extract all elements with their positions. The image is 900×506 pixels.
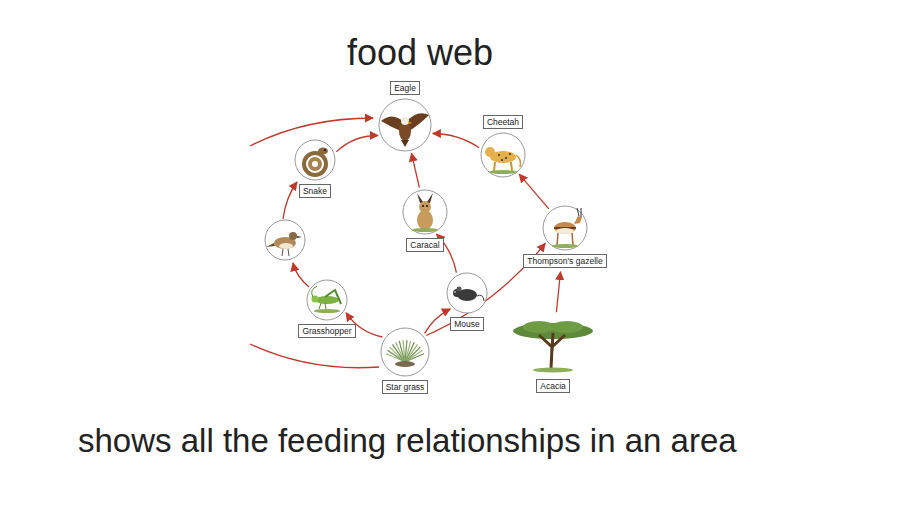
organism-picture <box>306 279 348 321</box>
food-node: Eagle <box>378 81 432 152</box>
organism-picture <box>294 139 336 181</box>
organism-label: Mouse <box>450 317 484 331</box>
organism-picture <box>378 98 432 152</box>
organism-label: Star grass <box>382 380 429 394</box>
food-node: Thompson's gazelle <box>523 205 606 268</box>
organism-label: Snake <box>299 184 331 198</box>
food-arrow <box>412 153 420 187</box>
organism-label: Cheetah <box>483 115 523 129</box>
organism-label: Thompson's gazelle <box>523 254 606 268</box>
organism-picture <box>480 132 526 178</box>
organism-picture <box>512 314 594 376</box>
organism-label: Grasshopper <box>298 324 355 338</box>
organism-picture <box>402 189 448 235</box>
organism-label: Caracal <box>406 238 443 252</box>
food-node: Snake <box>294 139 336 198</box>
diagram-caption: shows all the feeding relationships in a… <box>78 420 758 462</box>
organism-picture <box>542 205 588 251</box>
food-arrow <box>293 263 309 287</box>
organism-picture <box>380 327 430 377</box>
food-node: Star grass <box>380 327 430 394</box>
food-node: Acacia <box>512 314 594 393</box>
food-node: Cheetah <box>480 115 526 178</box>
bird-picture <box>265 220 305 260</box>
food-arrow <box>250 344 379 368</box>
food-arrow <box>283 182 297 219</box>
food-arrow <box>519 174 549 209</box>
diagram-title: food web <box>220 32 620 74</box>
organism-label: Eagle <box>390 81 420 95</box>
food-node: Caracal <box>402 189 448 252</box>
food-node: Grasshopper <box>298 279 355 338</box>
organism-label: Acacia <box>536 379 570 393</box>
food-arrow <box>336 135 378 151</box>
food-arrow <box>556 272 560 312</box>
food-node: Mouse <box>446 272 488 331</box>
organism-picture <box>446 272 488 314</box>
food-arrow <box>433 134 479 148</box>
